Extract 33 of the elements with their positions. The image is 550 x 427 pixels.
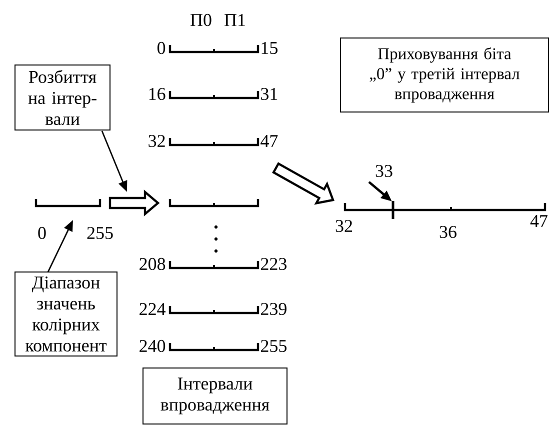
- interval-bracket: [168, 45, 260, 54]
- text-box: Діапазон значень колірних компонент: [14, 272, 118, 356]
- number-label: 15: [262, 42, 278, 54]
- text-box: Інтервали впровадження: [142, 368, 288, 424]
- number-label: 0: [158, 42, 166, 54]
- interval-bracket: [168, 91, 260, 100]
- number-label: 36: [440, 226, 456, 238]
- column-label: П0: [190, 14, 212, 26]
- number-label: 32: [336, 220, 352, 232]
- number-label: 239: [260, 302, 286, 316]
- column-label: П1: [224, 14, 245, 26]
- block-arrow: [108, 190, 160, 216]
- interval-bracket: [168, 343, 260, 352]
- interval-bracket: [168, 306, 260, 314]
- number-label: 31: [261, 88, 278, 100]
- number-label: 47: [530, 215, 548, 227]
- number-label: 240: [140, 340, 166, 352]
- number-label: 0: [38, 226, 46, 240]
- text-box: Приховування біта „0” у третій інтервал впровадження: [340, 38, 549, 112]
- interval-bracket: [34, 199, 102, 208]
- number-label: 255: [87, 226, 113, 240]
- text-box: Розбиття на інтер-вали: [14, 64, 110, 130]
- number-label: 224: [140, 303, 166, 315]
- interval-bracket: [168, 199, 260, 208]
- number-label: 32: [148, 134, 165, 148]
- number-label: 33: [376, 164, 392, 178]
- number-label: 208: [140, 258, 166, 270]
- number-label: 223: [260, 258, 286, 270]
- number-label: 16: [149, 88, 166, 100]
- number-label: 47: [260, 135, 278, 147]
- interval-bracket: [168, 138, 260, 146]
- number-label: 255: [260, 340, 286, 352]
- interval-bracket: [168, 261, 260, 270]
